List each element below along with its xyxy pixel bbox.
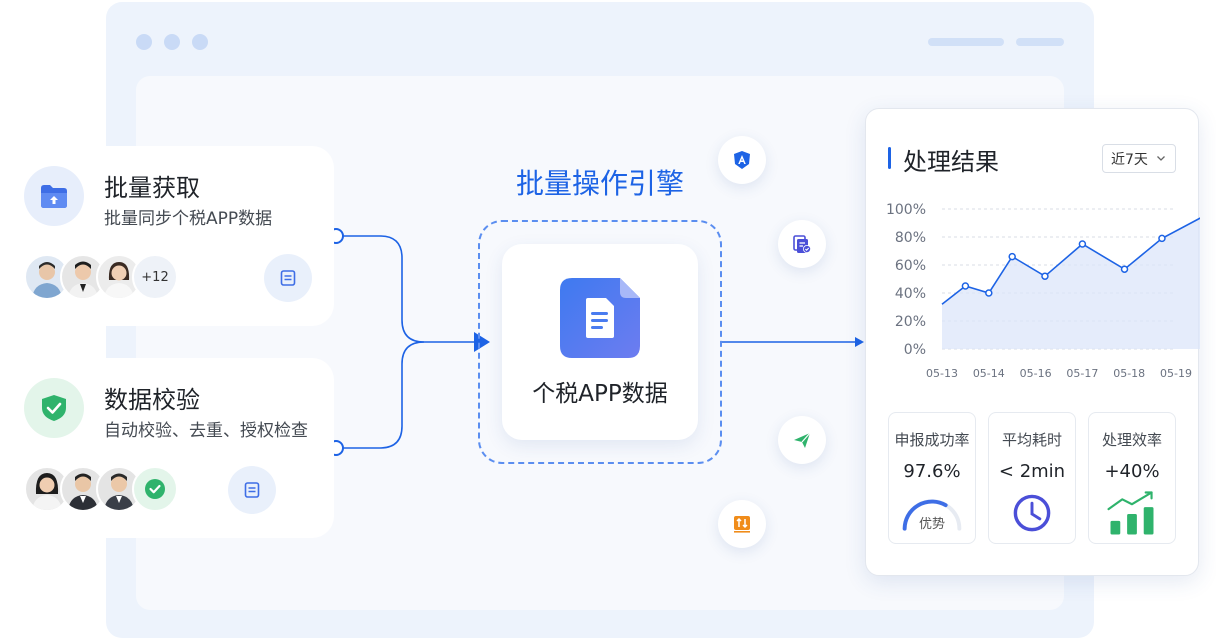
window-dot bbox=[192, 34, 208, 50]
x-tick-label: 05-13 bbox=[926, 367, 958, 380]
window-bar bbox=[928, 38, 1004, 46]
data-point bbox=[1008, 252, 1016, 261]
y-tick-label: 100% bbox=[886, 202, 926, 218]
stat-value: < 2min bbox=[998, 461, 1066, 482]
document-icon bbox=[560, 278, 640, 358]
check-icon bbox=[145, 479, 165, 499]
data-validation-card[interactable]: 数据校验 自动校验、去重、授权检查 bbox=[12, 358, 334, 538]
y-tick-label: 0% bbox=[904, 342, 926, 358]
avatar bbox=[96, 466, 142, 512]
x-tick-label: 05-18 bbox=[1113, 367, 1145, 380]
data-point bbox=[985, 289, 993, 297]
card-subtitle: 自动校验、去重、授权检查 bbox=[104, 421, 308, 441]
flow-arrow bbox=[855, 337, 864, 347]
upload-folder-icon bbox=[24, 166, 84, 226]
series-area bbox=[942, 218, 1200, 349]
file-check-icon[interactable] bbox=[778, 220, 826, 268]
growth-bars-icon bbox=[1107, 491, 1154, 535]
card-title: 批量获取 bbox=[104, 174, 200, 202]
date-range-value: 近7天 bbox=[1111, 151, 1148, 168]
engine-dashed-frame bbox=[478, 220, 722, 464]
x-tick-label: 05-17 bbox=[1066, 367, 1098, 380]
x-tick-label: 05-19 bbox=[1160, 367, 1192, 380]
title-accent bbox=[888, 147, 891, 169]
stat-value: +40% bbox=[1104, 461, 1160, 482]
shield-check-icon bbox=[24, 378, 84, 438]
engine-label: 个税APP数据 bbox=[532, 381, 668, 407]
document-button[interactable] bbox=[264, 254, 312, 302]
data-point bbox=[1120, 265, 1129, 273]
paper-plane-icon[interactable] bbox=[778, 416, 826, 464]
window-dot bbox=[136, 34, 152, 50]
chevron-down-icon bbox=[1157, 156, 1165, 161]
data-point bbox=[1041, 272, 1049, 280]
stat-label: 处理效率 bbox=[1101, 431, 1162, 449]
check-badge bbox=[132, 466, 178, 512]
document-button[interactable] bbox=[228, 466, 276, 514]
doc-icon bbox=[280, 270, 296, 286]
result-panel: 处理结果 近7天 100% 80% 60% 40% 20% 0%05-13 05-14 05-… bbox=[865, 108, 1200, 576]
engine-title: 批量操作引擎 bbox=[515, 167, 684, 200]
gauge-text: 优势 bbox=[918, 517, 945, 532]
gauge-icon bbox=[902, 499, 962, 531]
clock-icon bbox=[1013, 494, 1051, 532]
panel-title: 处理结果 bbox=[903, 148, 999, 176]
transfer-icon[interactable] bbox=[718, 500, 766, 548]
more-users-badge[interactable]: +12 bbox=[132, 254, 178, 300]
window-bar bbox=[1016, 38, 1064, 46]
stat-label: 平均耗时 bbox=[1001, 431, 1062, 449]
y-tick-label: 60% bbox=[895, 258, 926, 274]
y-tick-label: 40% bbox=[895, 286, 926, 302]
result-chart: 100% 80% 60% 40% 20% 0%05-13 05-14 05-16 05-17 05… bbox=[886, 202, 1200, 380]
data-point bbox=[1078, 240, 1087, 248]
stat-value: 97.6% bbox=[903, 461, 961, 482]
stat-avg-time: 平均耗时 < 2min bbox=[988, 412, 1076, 544]
stat-label: 申报成功率 bbox=[894, 431, 970, 449]
x-tick-label: 05-14 bbox=[973, 367, 1005, 380]
batch-fetch-card[interactable]: 批量获取 批量同步个税APP数据 +12 bbox=[12, 146, 334, 326]
angular-icon[interactable] bbox=[718, 136, 766, 184]
data-point bbox=[961, 282, 970, 290]
card-subtitle: 批量同步个税APP数据 bbox=[104, 209, 273, 229]
stat-success-rate: 申报成功率 97.6% 优势 bbox=[888, 412, 976, 544]
date-range-select[interactable]: 近7天 bbox=[1102, 144, 1176, 173]
engine-card[interactable]: 个税APP数据 bbox=[502, 244, 698, 440]
y-tick-label: 80% bbox=[895, 230, 926, 246]
x-tick-label: 05-16 bbox=[1020, 367, 1052, 380]
doc-icon bbox=[244, 482, 260, 498]
card-title: 数据校验 bbox=[104, 386, 200, 414]
data-point bbox=[1158, 234, 1166, 243]
y-tick-label: 20% bbox=[895, 314, 926, 330]
stat-efficiency: 处理效率 +40% bbox=[1088, 412, 1176, 544]
window-dot bbox=[164, 34, 180, 50]
